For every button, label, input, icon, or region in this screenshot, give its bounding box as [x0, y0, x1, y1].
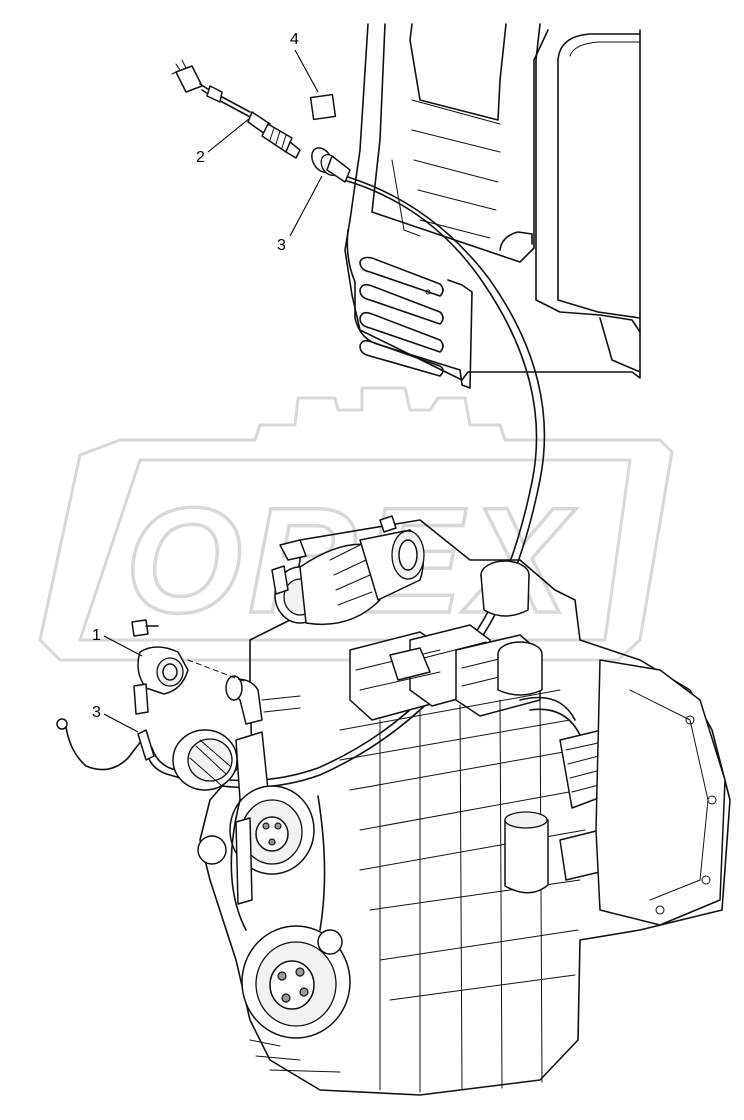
leader-4 — [294, 49, 319, 93]
housing-bolt-4 — [655, 905, 665, 915]
coupling-body — [326, 155, 351, 183]
plug-pins — [171, 59, 187, 75]
watermark-gear-outline — [38, 386, 674, 662]
engine-block-lines — [339, 689, 586, 1001]
cab-step-panel — [346, 229, 473, 389]
wire-lead-part-3 — [56, 718, 155, 771]
injection-pump-ribs — [565, 739, 619, 793]
cab-door-inner — [371, 23, 549, 263]
oil-filler-neck — [497, 654, 543, 696]
housing-bolt-3 — [701, 875, 711, 885]
cab-lower-right — [599, 317, 641, 373]
idler-pulley — [197, 835, 227, 865]
sensor-cable-part-2 — [171, 59, 301, 159]
cab-step-rib-1 — [359, 256, 444, 297]
cab-window-inner-line — [569, 41, 641, 57]
pulley-bolt-2 — [274, 822, 282, 830]
fan-bolt-1 — [277, 971, 287, 981]
fuel-filter-top — [504, 811, 548, 829]
callout-4: 4 — [290, 31, 299, 48]
cab-window-frame — [409, 23, 507, 121]
fuel-lines — [519, 696, 581, 736]
callout-2: 2 — [196, 149, 205, 166]
turbo-fins — [329, 544, 373, 606]
flywheel-housing — [595, 659, 726, 926]
leader-3-top — [289, 175, 323, 237]
leader-3-bottom — [103, 713, 139, 733]
fan-bolt-3 — [299, 987, 309, 997]
pulley-bolt-3 — [268, 838, 276, 846]
lead-ring-terminal — [56, 718, 68, 730]
fan-pulley-hub — [269, 960, 315, 1010]
alternator — [172, 729, 269, 801]
plug-lead — [199, 83, 251, 113]
lead-wire — [65, 726, 143, 771]
cab-frame — [344, 23, 641, 389]
callouts: 4 2 3 1 3 — [92, 31, 323, 733]
coolant-pipe-lines — [261, 695, 301, 713]
cab-window-rounded — [557, 33, 641, 319]
turbo-clamp-bolt — [379, 515, 397, 533]
turbo-outlet-bore — [398, 539, 418, 571]
cab-door-hinge — [391, 159, 421, 237]
lead-sleeve — [137, 729, 155, 761]
cab-bolt — [425, 289, 431, 295]
plug-sleeve — [206, 85, 223, 103]
drive-belt — [230, 795, 326, 931]
flywheel-housing-body — [595, 659, 726, 926]
tensioner-pulley — [317, 929, 343, 955]
turbo-clamp — [271, 565, 289, 595]
callout-3-bottom: 3 — [92, 704, 101, 721]
cab-step-rib-2 — [359, 283, 444, 325]
sensor-core — [162, 663, 178, 681]
callout-1: 1 — [92, 627, 101, 644]
sensor-connector — [133, 683, 149, 715]
engine-outline — [199, 519, 731, 1096]
cab-door-bottom-edge — [499, 231, 533, 251]
valve-covers — [349, 560, 543, 721]
sump-lines — [249, 1039, 341, 1073]
turbo-pipe-stub — [279, 539, 307, 561]
leader-2 — [207, 117, 251, 153]
fan-bolt-2 — [295, 967, 305, 977]
fan-bolt-4 — [281, 993, 291, 1003]
sensor-part-1 — [131, 619, 247, 715]
sensor-bolt-head — [131, 619, 149, 637]
cab-door-outer — [344, 23, 641, 381]
cab-side-pillar — [535, 23, 641, 333]
cable-coupling-part-3 — [311, 147, 351, 183]
cab-step-rib-4 — [359, 339, 444, 377]
fan-spacer — [235, 817, 253, 905]
sensor-tip — [285, 141, 301, 159]
intake-neck — [480, 574, 530, 617]
crank-pulley-hub — [255, 816, 289, 852]
turbocharger — [271, 515, 425, 626]
engine-assembly — [172, 515, 731, 1096]
rocker-housing — [389, 647, 431, 681]
cab-step-rib-3 — [359, 311, 444, 353]
alternator-vents — [189, 739, 231, 787]
alternator-face — [187, 738, 233, 782]
engine-block-verticals — [379, 694, 543, 1093]
label-plate-part-4 — [309, 93, 337, 121]
turbo-compressor-housing — [299, 543, 381, 626]
cab-window-grid — [411, 99, 501, 239]
coolant-pipe-end — [225, 675, 243, 701]
pulley-bolt-1 — [262, 822, 270, 830]
callout-3-top: 3 — [277, 237, 286, 254]
leader-1 — [103, 635, 143, 657]
pulley-drive — [197, 785, 351, 1073]
housing-bolt-1 — [685, 715, 695, 725]
watermark-inner-frame — [78, 458, 632, 642]
sensor-knurl — [269, 127, 287, 149]
housing-bolt-2 — [707, 795, 717, 805]
sensor-install-line — [187, 659, 247, 683]
